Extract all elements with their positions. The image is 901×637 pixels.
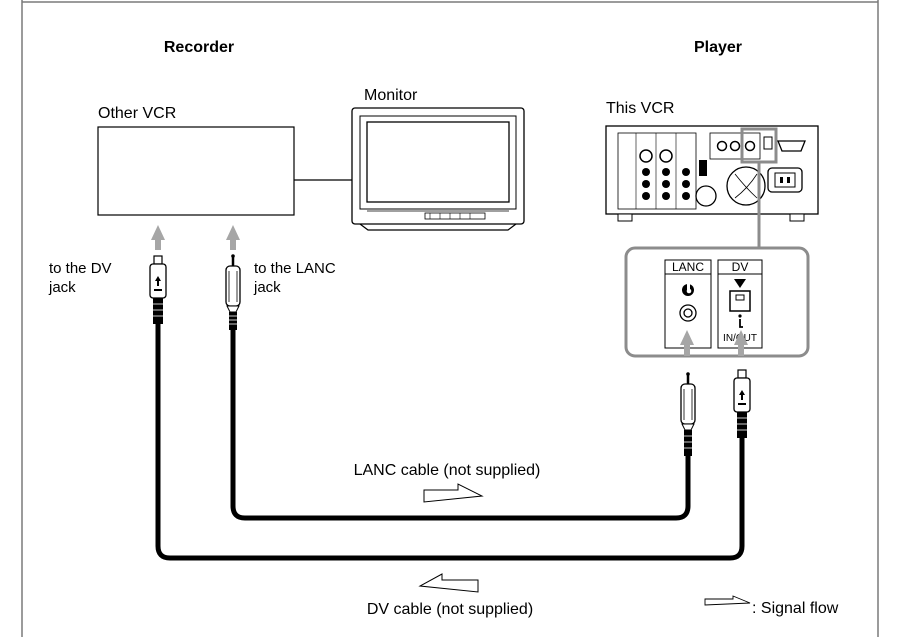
- this-vcr-rear-illustration: [605, 125, 819, 222]
- recorder-heading: Recorder: [164, 39, 234, 56]
- dv-panel-label: DV: [732, 260, 749, 274]
- dv-signal-flow-arrow: [418, 573, 479, 593]
- dv-cable: [155, 322, 745, 561]
- player-heading: Player: [694, 39, 742, 56]
- up-arrows: [151, 225, 748, 356]
- this-vcr-label: This VCR: [606, 100, 674, 117]
- monitor-illustration: [351, 107, 525, 231]
- legend-arrow-icon: [704, 595, 751, 606]
- lanc-plug-right: [680, 372, 696, 456]
- other-vcr-box: [97, 126, 295, 216]
- lanc-cable-label: LANC cable (not supplied): [354, 462, 541, 479]
- connector-panel: LANC DV IN/OUT: [624, 246, 810, 358]
- dv-plug-left: [149, 255, 167, 324]
- other-vcr-label: Other VCR: [98, 105, 176, 122]
- lanc-plug-left: [225, 254, 241, 330]
- dv-jack-label-line2: jack: [48, 279, 76, 296]
- arrow-to-this-dv: [734, 330, 748, 356]
- dv-jack: [729, 290, 751, 312]
- dv-plug-right: [733, 369, 751, 438]
- arrow-to-other-dv: [151, 225, 165, 250]
- lanc-cable: [230, 330, 691, 521]
- dv-jack-label-line1: to the DV: [49, 260, 112, 277]
- legend-signal-flow: : Signal flow: [752, 600, 839, 617]
- lanc-icon: [682, 282, 694, 296]
- lanc-signal-flow-arrow: [423, 483, 484, 503]
- lanc-panel-label: LANC: [672, 260, 704, 274]
- lanc-jack-label-line1: to the LANC: [254, 260, 336, 277]
- lanc-jack-label-line2: jack: [253, 279, 281, 296]
- ilink-icon: [738, 314, 743, 328]
- dv-cable-label: DV cable (not supplied): [367, 601, 533, 618]
- arrow-to-other-lanc: [226, 225, 240, 250]
- arrow-to-this-lanc: [680, 330, 694, 356]
- down-triangle-icon: [734, 279, 746, 288]
- monitor-label: Monitor: [364, 87, 418, 104]
